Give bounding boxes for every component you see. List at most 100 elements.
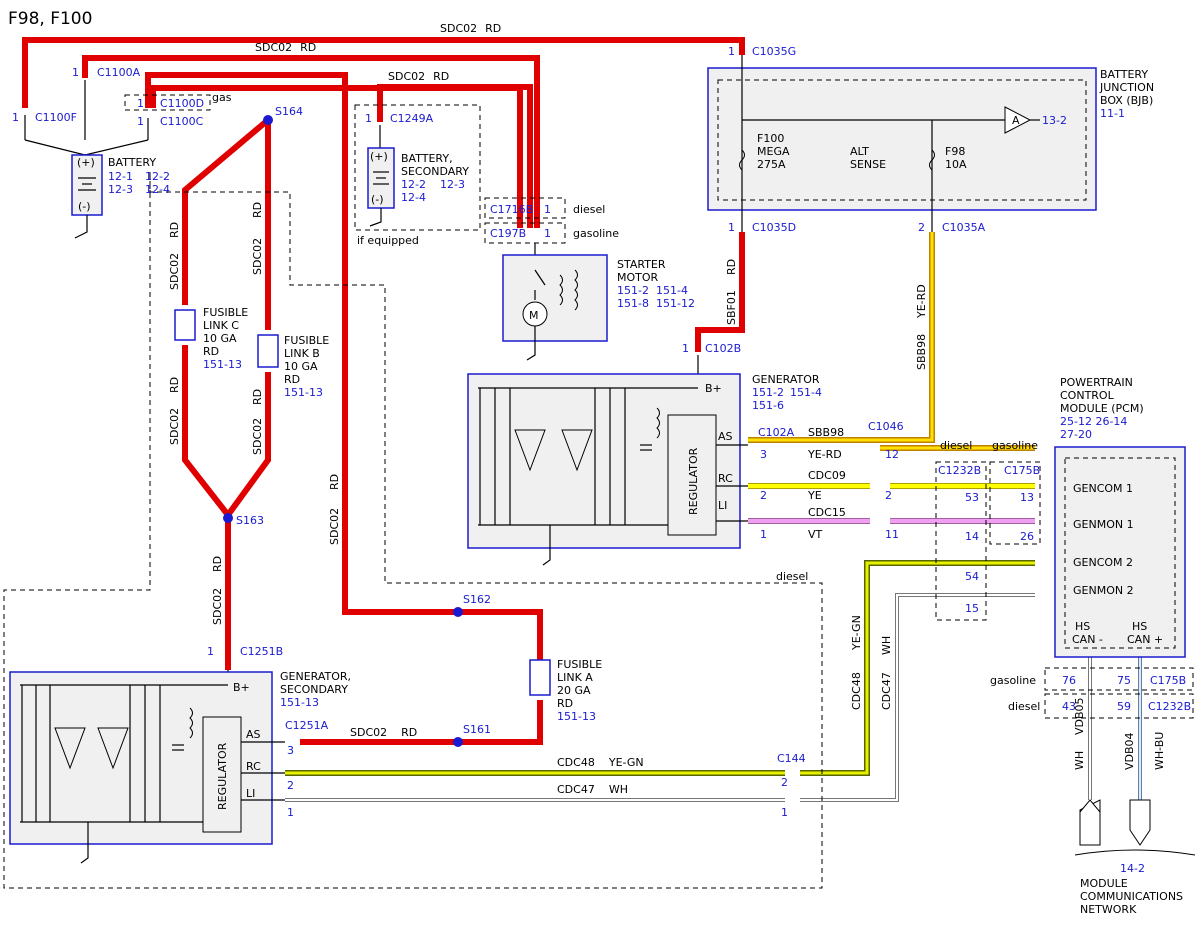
- gasoline-note: gasoline: [990, 674, 1036, 687]
- pin-label: 15: [965, 602, 979, 615]
- network-ref: 14-2: [1120, 862, 1145, 875]
- connector-c102a: C102A: [758, 426, 795, 439]
- pin-label: 1: [728, 45, 735, 58]
- pcm-pin-gencom1: GENCOM 1: [1073, 482, 1133, 495]
- wire-color-label: YE-GN: [850, 615, 863, 651]
- pcm-pin-genmon2: GENMON 2: [1073, 584, 1134, 597]
- wire-circuit-label: SDC02: [251, 418, 264, 455]
- pin-label: 12: [885, 448, 899, 461]
- pin-label: 1: [207, 645, 214, 658]
- vertical-wire-labels: RD SBF01 YE-RD SBB98 RD SDC02 RD SDC02 R…: [168, 202, 1166, 770]
- bjb-label: BATTERY: [1100, 68, 1148, 81]
- battery: (+) (-) BATTERY 12-1 12-2 12-3 12-4: [24, 80, 170, 239]
- battery-junction-box: 1 C1035G A 13-2 F100 MEGA 275A ALT SENSE…: [707, 45, 1154, 234]
- fusible-link-label: 10 GA: [284, 360, 318, 373]
- battery-secondary-ref: 12-3: [440, 178, 465, 191]
- connector-c1100c: C1100C: [160, 115, 204, 128]
- battery-ref: 12-3: [108, 183, 133, 196]
- pin-label: 2: [287, 779, 294, 792]
- splice-label: S162: [463, 593, 491, 606]
- pin-label: 2: [760, 489, 767, 502]
- gasoline-note: gasoline: [573, 227, 619, 240]
- pcm-pin-gencom2: GENCOM 2: [1073, 556, 1133, 569]
- fusible-link-ref: 151-13: [284, 386, 323, 399]
- battery-secondary: 1 C1249A (+) (-) BATTERY, SECONDARY 12-2…: [357, 112, 469, 247]
- connector-c1100f: C1100F: [35, 111, 77, 124]
- wire-circuit-label: SDC02: [168, 253, 181, 290]
- battery-secondary-ref: 12-4: [401, 191, 426, 204]
- generator: 1 C102B REGULATOR B+ AS RC LI GENERATOR …: [467, 342, 822, 566]
- generator-ref: 151-6: [752, 399, 784, 412]
- fusible-link-label: LINK B: [284, 347, 320, 360]
- connector-c175b: C175B: [1150, 674, 1186, 687]
- connector-c144: C144: [777, 752, 806, 765]
- wire-circuit-label: SBF01: [725, 290, 738, 325]
- generator-ref: 151-4: [790, 386, 822, 399]
- pin-label: 1: [728, 221, 735, 234]
- starter-ref: 151-4: [656, 284, 688, 297]
- wire-color-label: RD: [168, 222, 181, 238]
- battery-secondary-ref: 12-2: [401, 178, 426, 191]
- pin-label: 1: [12, 111, 19, 124]
- splice-s161: [453, 737, 463, 747]
- diesel-note: diesel: [940, 439, 972, 452]
- pin-label: 13: [1020, 491, 1034, 504]
- fusible-link-label: FUSIBLE: [203, 306, 248, 319]
- bjb-label: BOX (BJB): [1100, 94, 1153, 107]
- connector-c1716b: C1716B: [490, 203, 533, 216]
- wire-circuit-label: SDC02: [211, 588, 224, 625]
- connector-c175b: C175B: [1004, 464, 1040, 477]
- battery-ref: 12-2: [145, 170, 170, 183]
- fusible-link-label: RD: [203, 345, 219, 358]
- pin-label: 1: [781, 806, 788, 819]
- pin-label: 3: [287, 744, 294, 757]
- generator-secondary-ref: 151-13: [280, 696, 319, 709]
- pin-label: 3: [760, 448, 767, 461]
- battery-secondary-plus: (+): [370, 150, 388, 163]
- pcm-ref: 25-12 26-14: [1060, 415, 1127, 428]
- pin-label: 2: [918, 221, 925, 234]
- wire-color-label: RD: [725, 259, 738, 275]
- diesel-note: diesel: [573, 203, 605, 216]
- wire-circuit-label: SDC02: [168, 408, 181, 445]
- wire-color-label: RD: [251, 389, 264, 405]
- starter-label: STARTER: [617, 258, 666, 271]
- wire-color-label: RD: [328, 474, 341, 490]
- pin-label: 1: [137, 115, 144, 128]
- diesel-note: diesel: [1008, 700, 1040, 713]
- fusible-link-label: 10 GA: [203, 332, 237, 345]
- bplus-label: B+: [705, 382, 722, 395]
- splice-s162: [453, 607, 463, 617]
- pin-label: 1: [544, 203, 551, 216]
- network-label: NETWORK: [1080, 903, 1137, 916]
- fusible-link-label: 20 GA: [557, 684, 591, 697]
- battery-minus: (-): [78, 200, 91, 213]
- gas-note: gas: [212, 91, 232, 104]
- pcm-label: MODULE (PCM): [1060, 402, 1144, 415]
- connector-c1232b: C1232B: [938, 464, 981, 477]
- wire-circuit-label: CDC47: [880, 672, 893, 710]
- diesel-note: diesel: [776, 570, 808, 583]
- rc-terminal: RC: [246, 760, 261, 773]
- battery-secondary-minus: (-): [371, 193, 384, 206]
- starter-motor: C1716B 1 diesel C197B 1 gasoline M START…: [490, 203, 695, 361]
- connector-c1035g: C1035G: [752, 45, 796, 58]
- li-terminal: LI: [718, 499, 727, 512]
- wire-circuit-label: SBB98: [808, 426, 844, 439]
- wire-circuit-label: CDC15: [808, 506, 846, 519]
- motor-symbol: M: [529, 309, 539, 322]
- pcm-label: POWERTRAIN: [1060, 376, 1133, 389]
- battery-secondary-label: SECONDARY: [401, 165, 469, 178]
- splice-label: S161: [463, 723, 491, 736]
- pcm-pin-genmon1: GENMON 1: [1073, 518, 1134, 531]
- starter-ref: 151-8: [617, 297, 649, 310]
- pin-label: 1: [287, 806, 294, 819]
- pin-label: 14: [965, 530, 979, 543]
- diagram-title: F98, F100: [8, 9, 92, 29]
- wire-circuit-label: SBB98: [915, 334, 928, 370]
- connector-c1100a: C1100A: [97, 66, 141, 79]
- wire-circuit-label: CDC09: [808, 469, 846, 482]
